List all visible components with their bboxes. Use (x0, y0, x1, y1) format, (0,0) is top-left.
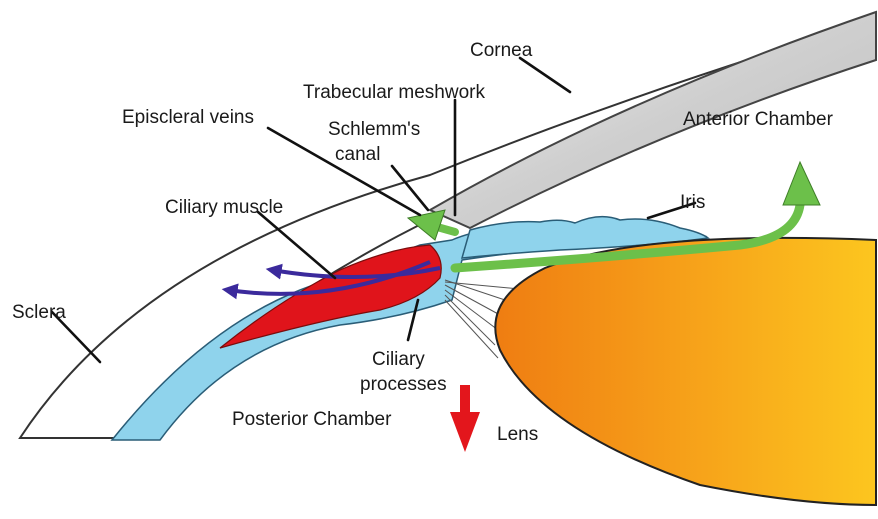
lens-shape (495, 238, 876, 505)
schlemms-canal-label-line2: canal (335, 144, 380, 165)
cornea-label: Cornea (470, 40, 533, 61)
episcleral-veins-label: Episcleral veins (122, 107, 254, 128)
posterior-flow-arrow (450, 385, 480, 452)
schlemms-canal-label-line1: Schlemm's (328, 119, 420, 140)
anterior-chamber-label: Anterior Chamber (683, 109, 834, 130)
ciliary-processes-label-line1: Ciliary (372, 349, 425, 370)
lens-label: Lens (497, 424, 538, 445)
ciliary-muscle-label: Ciliary muscle (165, 197, 283, 218)
posterior-chamber-label: Posterior Chamber (232, 409, 392, 430)
iris-label: Iris (680, 192, 705, 213)
ciliary-processes-label-line2: processes (360, 374, 447, 395)
trabecular-meshwork-label: Trabecular meshwork (303, 82, 485, 103)
sclera-label: Sclera (12, 302, 66, 323)
